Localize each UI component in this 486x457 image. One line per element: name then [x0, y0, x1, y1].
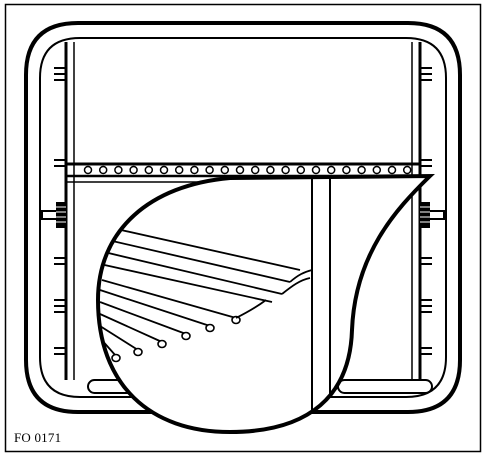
shelf-hole [372, 165, 382, 175]
shelf-hole [250, 165, 260, 175]
right-shelf-runners [420, 67, 432, 355]
shelf-hole [159, 165, 169, 175]
shelf-hole [129, 165, 138, 175]
shelf-hole [174, 165, 184, 175]
bottom-right-slot [337, 379, 433, 394]
shelf-hole [402, 165, 412, 175]
shelf-holes [83, 165, 412, 175]
rod-ends [111, 315, 241, 363]
shelf-hole [144, 165, 154, 175]
shelf-hole [311, 165, 321, 175]
left-shelf-runners [54, 67, 66, 355]
figure-code: FO 0171 [14, 430, 62, 445]
right-side-rail [411, 42, 422, 380]
runner-rails [99, 227, 313, 303]
frame-post [311, 176, 331, 430]
magnified-detail [95, 173, 435, 435]
shelf-hole [190, 165, 199, 175]
shelf-hole [357, 165, 366, 175]
shelf-hole [387, 165, 397, 175]
shelf-hole [114, 165, 123, 175]
shelf-hole [98, 165, 108, 175]
shelf-hole [281, 165, 290, 175]
shelf-hole [235, 165, 245, 175]
shelf-hole [342, 165, 351, 175]
left-side-rail [64, 42, 75, 380]
left-fixing-screw-icon [41, 202, 66, 228]
shelf-hole [205, 165, 214, 175]
shelf-hole [296, 165, 306, 175]
shelf-hole [220, 165, 230, 175]
shelf-hole [83, 165, 93, 175]
shelf-hole [326, 165, 336, 175]
figure-border [4, 3, 482, 453]
shelf-hole [266, 165, 275, 175]
oven-cavity [24, 21, 462, 414]
wire-shelf-rods [99, 279, 237, 357]
right-fixing-screw-icon [420, 202, 445, 228]
